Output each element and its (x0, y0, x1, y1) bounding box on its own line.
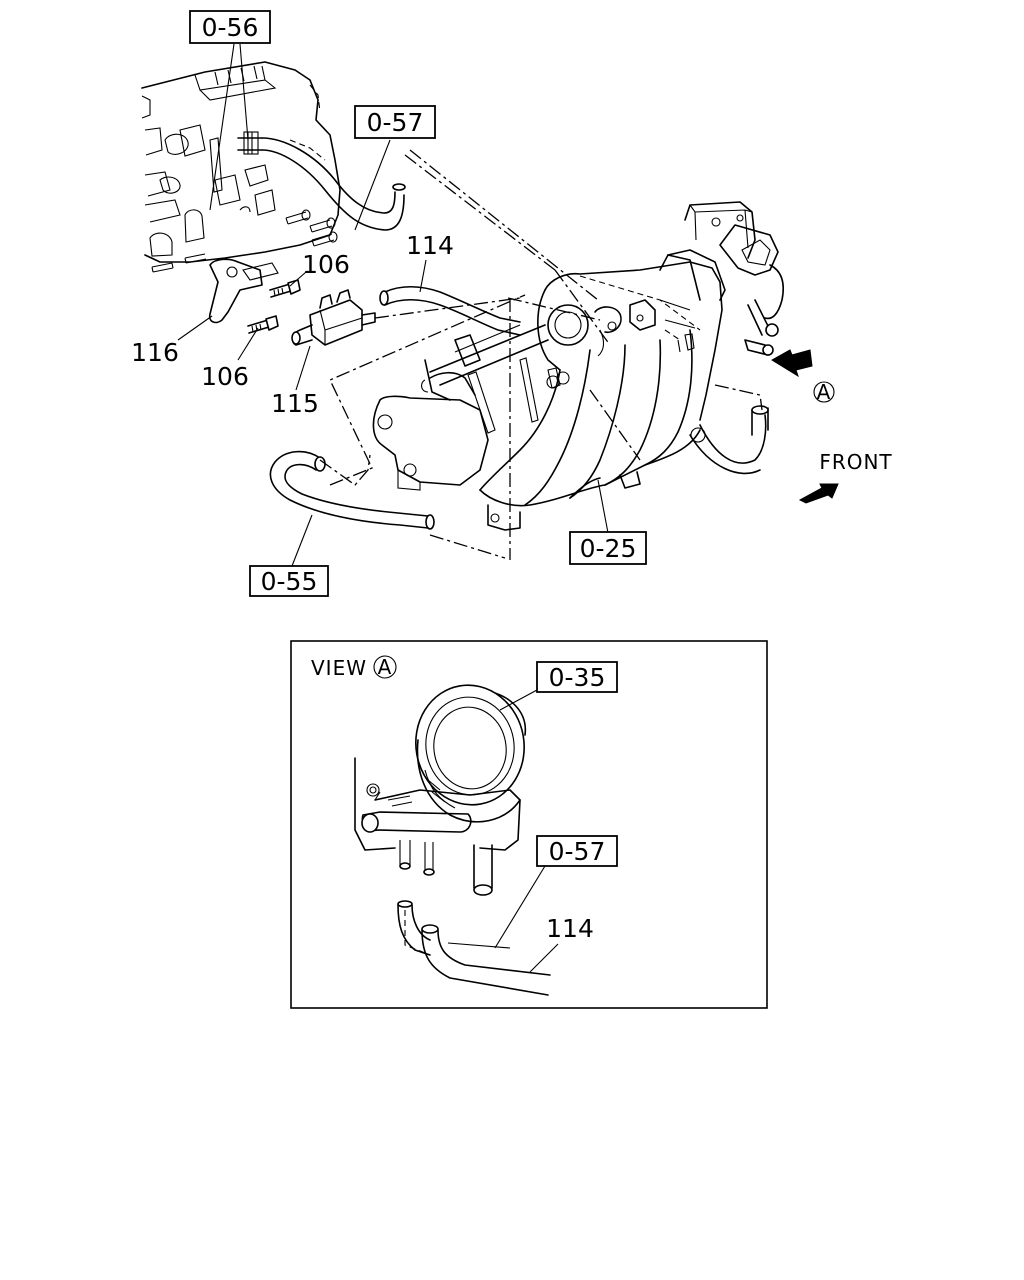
reference-lines (319, 149, 763, 560)
intake-manifold (372, 201, 785, 531)
cylinder-head-assembly (141, 61, 341, 273)
callout-0-35-label: 0-35 (549, 663, 606, 692)
callout-0-55: 0-55 (249, 565, 329, 597)
vacuum-hose-lower (269, 450, 435, 530)
callout-0-56: 0-56 (189, 10, 271, 44)
callout-0-55-label: 0-55 (261, 567, 318, 596)
vacuum-hose-114 (379, 285, 521, 336)
part-114-label: 114 (406, 231, 454, 260)
part-106-label-lower: 106 (201, 362, 249, 391)
callout-0-25: 0-25 (569, 531, 647, 565)
view-a-panel: VIEW A (290, 640, 768, 1009)
bolt-106-upper (269, 279, 301, 298)
front-label: FRONT (819, 450, 892, 474)
callout-0-25-label: 0-25 (580, 534, 637, 563)
part-106-label-upper: 106 (302, 250, 350, 279)
bolt-106-lower (247, 315, 279, 334)
view-a-marker-letter: A (817, 380, 832, 404)
front-arrow (798, 483, 839, 504)
vsv-valve-115 (291, 289, 376, 346)
bracket-116 (208, 258, 279, 324)
callout-0-57-top-label: 0-57 (367, 108, 424, 137)
view-a-title-letter: A (378, 655, 393, 679)
leader-lines (177, 43, 609, 567)
view-a-title: VIEW (311, 656, 367, 680)
callout-0-57-top: 0-57 (354, 105, 436, 139)
callout-0-57-view-label: 0-57 (549, 837, 606, 866)
part-114-view-label: 114 (546, 914, 594, 943)
view-a-marker: A (813, 380, 835, 404)
part-115-label: 115 (271, 389, 319, 418)
callout-0-56-label: 0-56 (202, 13, 259, 42)
vacuum-hose-upper (237, 131, 406, 231)
view-a-arrow (771, 349, 813, 378)
part-116-label: 116 (131, 338, 179, 367)
